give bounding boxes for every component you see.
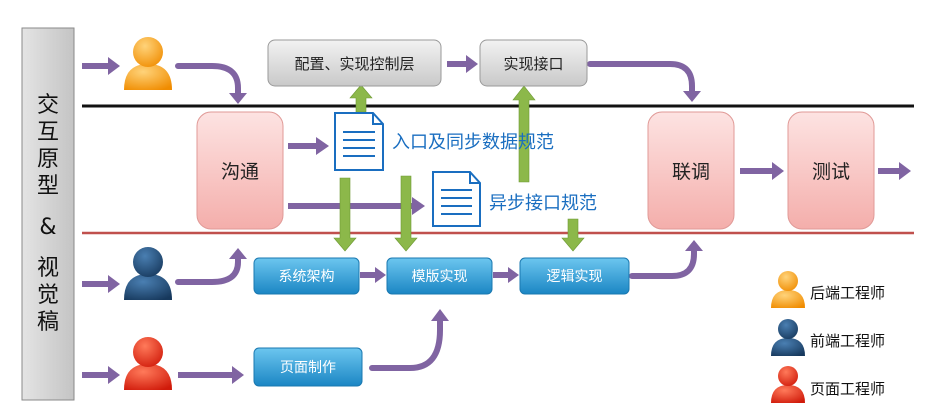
logic-box (519, 257, 630, 295)
architecture-label: 系统架构 (278, 269, 335, 285)
communicate-label: 沟通 (220, 161, 259, 183)
test-label: 测试 (811, 161, 850, 183)
arrow-into-frontend (82, 275, 120, 293)
green-arrow-to-interface (512, 85, 536, 183)
logic-label: 逻辑实现 (546, 269, 603, 285)
legend-backend-icon (771, 271, 805, 308)
arrow-into-page-engineer (82, 366, 120, 384)
arrow-comm-to-doc1 (288, 137, 329, 155)
arrowhead-backend-to-communicate (229, 93, 247, 104)
document-icon-entry (334, 112, 384, 171)
arrow-config-to-interface (447, 55, 478, 73)
config-box-label: 配置、实现控制层 (294, 54, 415, 73)
frontend-engineer-icon (124, 247, 172, 300)
page-label: 页面制作 (280, 360, 336, 376)
interface-box (479, 39, 588, 87)
arrow-integrate-to-test (740, 162, 784, 180)
left-label-char: 稿 (36, 310, 59, 335)
left-label-char: 原 (36, 147, 59, 172)
arrow-page-engineer-to-page (178, 366, 244, 384)
communicate-box (196, 111, 284, 230)
arrowhead-logic-to-integrate (685, 240, 703, 251)
arrow-interface-to-integrate (587, 61, 695, 95)
arrowhead-frontend-to-arch (229, 248, 247, 259)
green-arrow-doc1-to-arch (333, 177, 357, 252)
async-interface-spec-label: 异步接口规范 (489, 193, 597, 214)
arrow-template-to-logic (493, 267, 519, 283)
config-box (267, 39, 442, 87)
left-label-char: & (39, 215, 57, 240)
integrate-label: 联调 (671, 161, 710, 183)
integrate-box (647, 111, 735, 230)
green-arrow-to-config (349, 84, 373, 113)
arrow-test-out (878, 162, 911, 180)
arrow-comm-to-doc2 (288, 197, 425, 215)
arrow-logic-to-integrate (629, 247, 697, 279)
green-arrow-doc1-to-template (394, 175, 418, 252)
arrow-backend-to-communicate (175, 63, 241, 97)
interface-box-label: 实现接口 (503, 54, 564, 73)
template-box (386, 257, 493, 295)
arrow-page-to-template (369, 317, 443, 371)
legend-frontend-label: 前端工程师 (810, 331, 886, 350)
arrow-arch-to-template (360, 267, 386, 283)
legend-page-label: 页面工程师 (810, 379, 886, 398)
left-label-char: 互 (36, 120, 59, 145)
legend-backend-label: 后端工程师 (810, 283, 886, 302)
legend-frontend-icon (771, 319, 805, 356)
template-label: 模版实现 (411, 269, 468, 285)
left-label-char: 觉 (36, 283, 59, 308)
legend-page-icon (771, 366, 805, 403)
page-box (253, 347, 363, 387)
test-box (787, 111, 875, 230)
entry-sync-spec-label: 入口及同步数据规范 (392, 132, 554, 153)
green-arrow-doc2-to-logic (561, 218, 585, 252)
left-vertical-label: 交 互 原 型 & 视 觉 稿 (22, 28, 74, 400)
left-label-box (21, 27, 75, 401)
arrow-frontend-to-arch (175, 255, 241, 285)
arrow-into-backend (82, 57, 120, 75)
backend-engineer-icon (124, 37, 172, 90)
left-label-char: 视 (36, 256, 59, 281)
left-label-char: 交 (36, 93, 59, 118)
arrowhead-page-to-template (431, 309, 449, 321)
arrowhead-interface-to-integrate (683, 91, 701, 102)
page-engineer-icon (124, 337, 172, 390)
architecture-box (253, 257, 360, 295)
left-label-char: 型 (36, 174, 59, 199)
document-icon-async (432, 171, 481, 227)
